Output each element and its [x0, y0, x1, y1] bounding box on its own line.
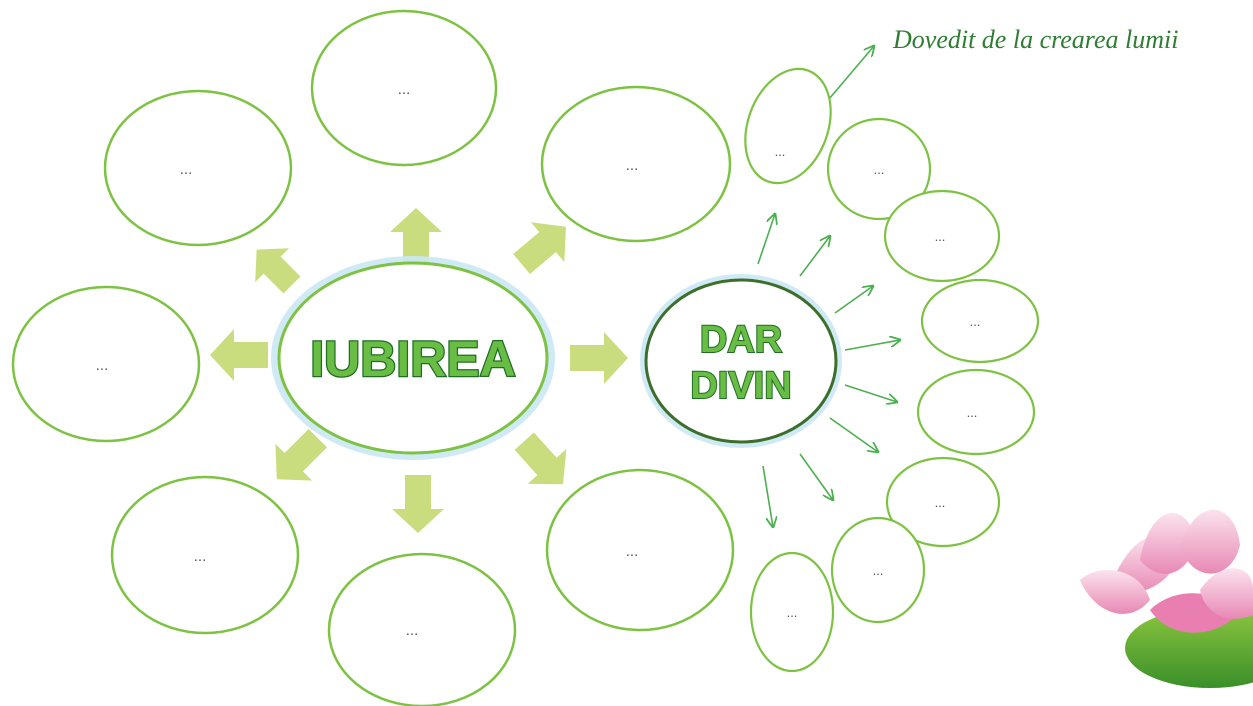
arrow-up-left: [255, 248, 301, 294]
svg-text:...: ...: [398, 81, 411, 98]
small-bubble-2[interactable]: ...: [826, 117, 932, 221]
svg-text:...: ...: [787, 605, 798, 620]
arrow-up-right: [513, 222, 566, 274]
small-bubble-7[interactable]: ...: [830, 516, 926, 624]
bubble-top-left[interactable]: ...: [103, 89, 293, 247]
svg-text:...: ...: [967, 405, 978, 420]
svg-text:...: ...: [874, 162, 885, 177]
bubble-top[interactable]: ...: [310, 9, 498, 167]
block-arrows: [210, 208, 628, 533]
arrow-down-left: [275, 429, 327, 481]
svg-text:...: ...: [775, 144, 786, 159]
small-bubble-6[interactable]: ...: [885, 456, 1001, 548]
svg-text:...: ...: [935, 229, 946, 244]
svg-text:...: ...: [194, 548, 207, 565]
lotus-flower-icon: [1080, 509, 1253, 688]
secondary-node-dar-divin[interactable]: DAR DIVIN: [640, 274, 842, 448]
arrow-down: [392, 475, 444, 533]
left-bubbles: ... ... ... ... ... ... ...: [11, 9, 735, 706]
arrow-right: [570, 332, 628, 384]
small-bubble-8[interactable]: ...: [749, 551, 835, 673]
svg-text:...: ...: [406, 622, 419, 639]
secondary-label-line2: DIVIN: [690, 365, 791, 407]
small-bubble-5[interactable]: ...: [916, 368, 1036, 456]
right-bubbles: ... ... ... ... ... ... ... ...: [730, 57, 1040, 673]
svg-text:...: ...: [873, 563, 884, 578]
secondary-label-line1: DAR: [700, 319, 782, 361]
svg-text:...: ...: [180, 161, 193, 178]
arrow-left: [210, 329, 268, 381]
small-bubble-1[interactable]: ...: [730, 57, 846, 195]
arrow-up: [390, 208, 442, 266]
bubble-bottom[interactable]: ...: [327, 552, 517, 706]
svg-text:...: ...: [626, 157, 639, 174]
arrow-down-right: [514, 432, 567, 485]
bubble-left[interactable]: ...: [11, 285, 201, 443]
svg-text:...: ...: [970, 314, 981, 329]
small-bubble-3[interactable]: ...: [883, 189, 1001, 283]
small-bubble-4[interactable]: ...: [920, 278, 1040, 364]
svg-text:...: ...: [96, 357, 109, 374]
svg-text:...: ...: [935, 495, 946, 510]
annotation-text: Dovedit de la crearea lumii: [892, 25, 1178, 54]
central-node-iubirea[interactable]: IUBIREA: [271, 256, 555, 460]
bubble-top-right[interactable]: ...: [540, 85, 732, 243]
bubble-bottom-right[interactable]: ...: [545, 468, 735, 632]
central-label: IUBIREA: [310, 331, 516, 387]
svg-text:...: ...: [626, 543, 639, 560]
bubble-bottom-left[interactable]: ...: [110, 475, 300, 635]
